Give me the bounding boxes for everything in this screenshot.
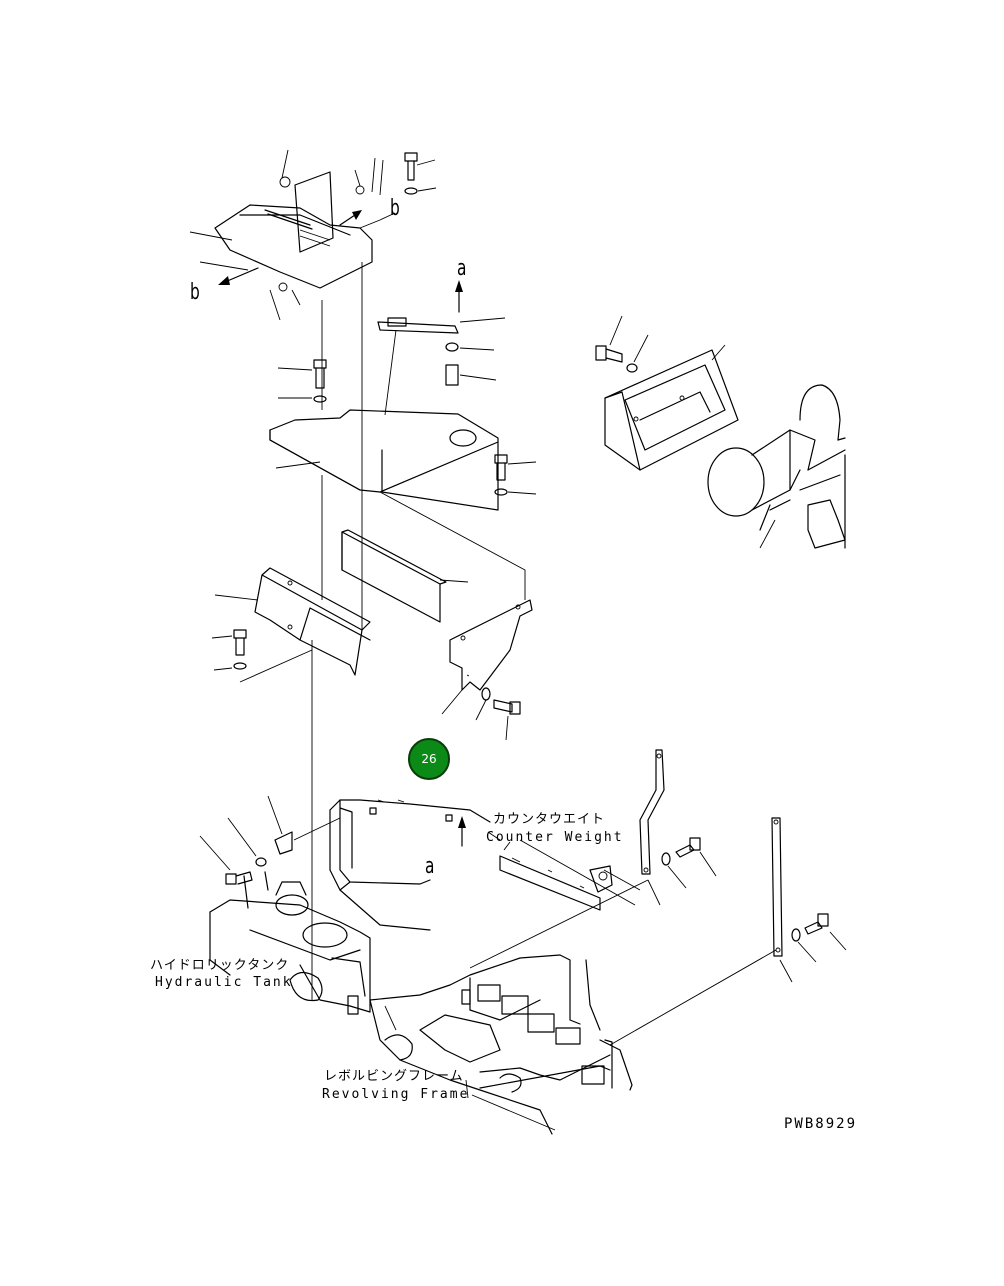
bolt-icon-mid-right (494, 454, 537, 496)
hydraulic-tank (209, 871, 371, 1015)
left-side-bracket (214, 567, 371, 676)
stay-rod-far-right (771, 817, 793, 983)
reference-letter-b-left: b (190, 280, 200, 305)
switch-bracket (377, 317, 506, 416)
reference-letter-b-right: b (390, 196, 400, 221)
revolving-frame-label-jp: レボルビングフレーム (324, 1069, 464, 1084)
revolving-frame-label-en: Revolving Frame (322, 1087, 470, 1102)
right-side-bracket (379, 491, 533, 691)
counterweight-label-en: Counter Weight (486, 830, 624, 845)
hydraulic-tank-label-jp: ハイドロリックタンク (150, 958, 290, 973)
hydraulic-tank-label-en: Hydraulic Tank (155, 975, 293, 990)
stay-rod-right (639, 749, 665, 906)
bolt-icon-stay (661, 837, 717, 889)
counterweight-plate (499, 839, 641, 911)
revolving-frame (369, 954, 633, 1135)
bolt-icon-mid-left (277, 359, 327, 403)
bolt-icon-right-lower (441, 687, 521, 741)
bolt-icon-air-cleaner (595, 315, 726, 373)
reference-letter-a-bottom: a (425, 854, 435, 879)
counterweight (329, 799, 491, 931)
middle-cover-plate (269, 409, 499, 511)
air-cleaner-bracket (604, 349, 739, 471)
air-cleaner-body (707, 384, 846, 549)
bolt-icon-tank (199, 795, 341, 885)
bolt-icon-left-lower (211, 629, 313, 683)
insulation-pad (341, 529, 469, 623)
top-cover-plate (214, 171, 396, 292)
drawing-code: PWB8929 (784, 1116, 858, 1132)
bolt-icon-top-right (404, 152, 437, 195)
reference-letter-a-top: a (457, 256, 467, 281)
part-callout-marker[interactable]: 26 (408, 738, 450, 780)
counterweight-label-jp: カウンタウエイト (493, 812, 606, 827)
bolt-icon-far-right (791, 913, 847, 963)
